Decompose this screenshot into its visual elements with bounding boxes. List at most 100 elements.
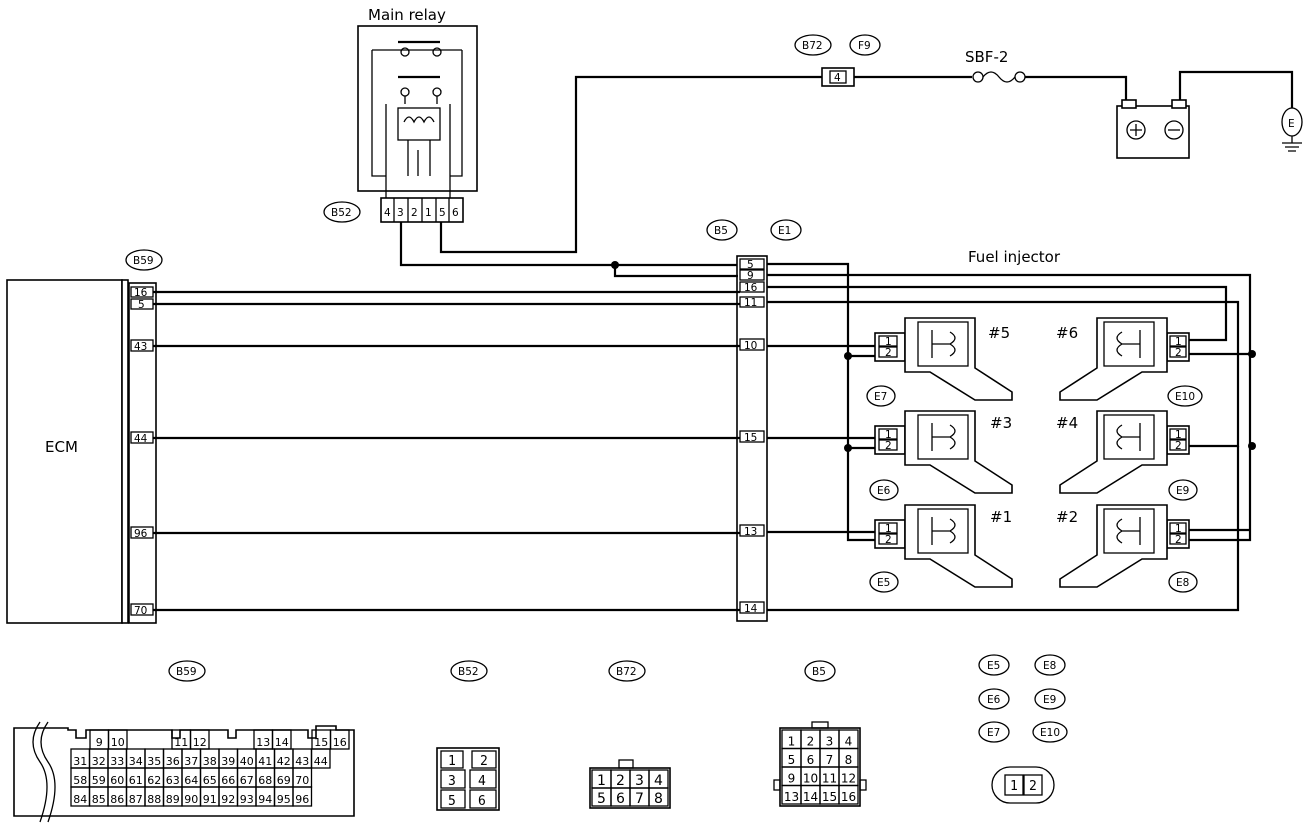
svg-text:B72: B72 — [802, 40, 823, 52]
pin-number: 33 — [110, 755, 124, 768]
svg-text:B59: B59 — [176, 666, 197, 678]
b52-pin: 5 — [439, 207, 446, 219]
pin-number: 15 — [314, 736, 328, 749]
tag-e8: E8 — [1168, 571, 1198, 593]
pin-number: 2 — [807, 735, 815, 749]
svg-text:1: 1 — [885, 523, 892, 535]
injector-label: #4 — [1056, 414, 1078, 432]
pin-cell — [838, 784, 859, 805]
svg-text:2: 2 — [1175, 534, 1182, 546]
svg-text:B72: B72 — [616, 666, 637, 678]
connector-b5-strip: 5 9 16 11 10 15 13 14 — [736, 255, 768, 622]
injector-5: 1 2 #5 — [874, 317, 1013, 401]
injector-2: 1 2 #2 — [1056, 504, 1190, 588]
ground-e: E — [1281, 107, 1303, 152]
pin-number: 34 — [129, 755, 143, 768]
pin-number: 44 — [314, 755, 328, 768]
fuse-sbf2: SBF-2 — [965, 48, 1026, 83]
pin-number: 3 — [826, 735, 834, 749]
pin-number: 10 — [803, 772, 818, 786]
pin-number: 63 — [166, 774, 180, 787]
pin-number: 4 — [845, 735, 853, 749]
svg-text:2: 2 — [885, 534, 892, 546]
svg-text:E9: E9 — [1176, 485, 1189, 497]
pin-number: 37 — [184, 755, 198, 768]
b5-pin: 11 — [744, 297, 757, 309]
pin-number: 69 — [277, 774, 291, 787]
wire-relay-pin3 — [399, 222, 738, 267]
pin-cell — [329, 729, 350, 750]
svg-text:E6: E6 — [987, 694, 1001, 706]
pin-number: 11 — [174, 736, 188, 749]
pin-number: 94 — [258, 793, 272, 806]
pin-number: 2 — [616, 773, 625, 789]
wire-relay-pin5 — [439, 75, 822, 254]
pin-number: 6 — [616, 791, 625, 807]
svg-text:2: 2 — [885, 347, 892, 359]
b52-pin: 6 — [452, 207, 459, 219]
fuse-label: SBF-2 — [965, 48, 1008, 66]
connector-b59-strip: 16 5 43 44 96 70 — [128, 282, 157, 624]
svg-text:2: 2 — [1175, 440, 1182, 452]
pin-number: 1 — [788, 735, 796, 749]
svg-text:2: 2 — [1029, 779, 1037, 794]
pin-number: 35 — [147, 755, 161, 768]
pin-number: 93 — [240, 793, 254, 806]
pin-number: 32 — [92, 755, 106, 768]
svg-text:E5: E5 — [877, 577, 890, 589]
pin-number: 62 — [147, 774, 161, 787]
pin-number: 11 — [822, 772, 837, 786]
pin-number: 15 — [822, 790, 837, 804]
pin-number: 12 — [193, 736, 207, 749]
pin-number: 6 — [807, 753, 815, 767]
svg-text:B52: B52 — [458, 666, 479, 678]
main-relay-label: Main relay — [368, 6, 446, 24]
ecm-pin: 5 — [138, 299, 145, 311]
pin-number: 86 — [110, 793, 124, 806]
ecm-pin: 43 — [134, 341, 147, 353]
b5-pin: 16 — [744, 282, 758, 294]
pin-number: 61 — [129, 774, 143, 787]
ecm-pin: 96 — [134, 528, 148, 540]
svg-text:E10: E10 — [1175, 391, 1195, 403]
injector-label: #3 — [990, 414, 1012, 432]
injector-4: 1 2 #4 — [1056, 410, 1190, 494]
pin-number: 16 — [333, 736, 347, 749]
tag-e1: E1 — [770, 219, 802, 241]
svg-text:3: 3 — [448, 774, 456, 789]
svg-text:E7: E7 — [987, 727, 1000, 739]
svg-text:B59: B59 — [133, 255, 154, 267]
svg-text:E8: E8 — [1043, 660, 1056, 672]
pin-number: 14 — [803, 790, 818, 804]
svg-text:1: 1 — [885, 429, 892, 441]
view-b52: B52 1 2 3 4 5 6 — [436, 660, 500, 811]
ecm-pin: 44 — [134, 433, 148, 445]
tag-b72: B72 — [794, 34, 832, 56]
tag-e10: E10 — [1167, 385, 1203, 407]
pin-number: 7 — [826, 753, 834, 767]
pin-number: 70 — [295, 774, 309, 787]
svg-text:1: 1 — [1010, 779, 1018, 794]
b52-pin: 3 — [397, 207, 404, 219]
tag-e5: E5 — [869, 571, 899, 593]
svg-text:E9: E9 — [1043, 694, 1056, 706]
pin-number: 9 — [788, 772, 796, 786]
main-relay: Main relay 4 3 2 1 5 6 — [357, 6, 478, 223]
pin-number: 4 — [654, 773, 663, 789]
pin-number: 64 — [184, 774, 198, 787]
svg-text:6: 6 — [478, 794, 486, 809]
pin-number: 66 — [221, 774, 235, 787]
svg-text:B5: B5 — [714, 225, 728, 237]
pin-number: 42 — [277, 755, 291, 768]
tag-f9: F9 — [849, 34, 881, 56]
b5-pin: 15 — [744, 432, 757, 444]
injector-label: #6 — [1056, 324, 1078, 342]
pin-number: 12 — [841, 772, 856, 786]
injector-label: #2 — [1056, 508, 1078, 526]
pin-number: 88 — [147, 793, 161, 806]
pin-number: 90 — [184, 793, 198, 806]
pin-number: 87 — [129, 793, 143, 806]
b52-pin: 1 — [425, 207, 432, 219]
